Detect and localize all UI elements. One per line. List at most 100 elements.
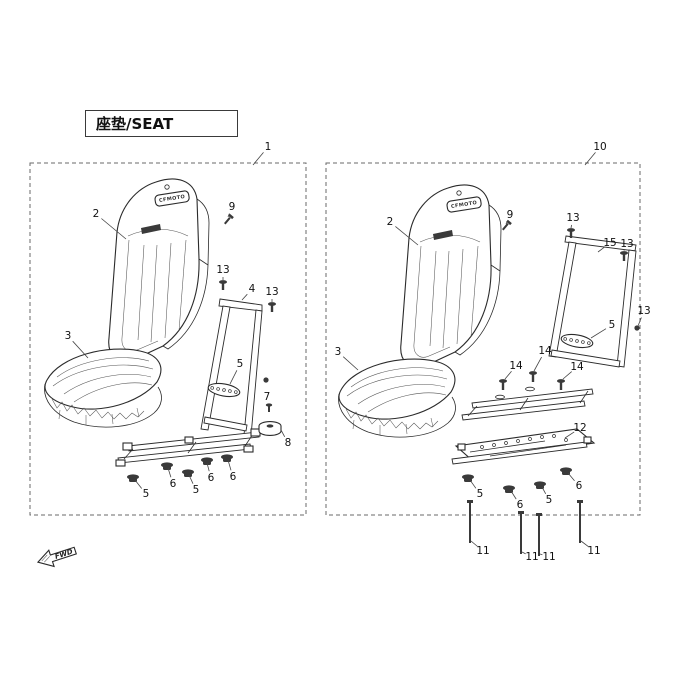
callout-leader <box>570 224 572 229</box>
callout-leader <box>280 429 286 437</box>
callout-leader <box>134 479 143 489</box>
callout-label-5: 5 <box>143 488 150 500</box>
callout-leader <box>504 371 512 380</box>
callout-leader <box>637 317 642 327</box>
callout-leader <box>229 370 238 385</box>
callout-leader <box>567 472 575 481</box>
callout-leader <box>580 540 589 548</box>
fwd-marker: FWD <box>36 546 77 568</box>
long-bolt-icon <box>518 511 524 554</box>
callout-leader <box>252 152 264 166</box>
bumpers-1 <box>127 454 233 482</box>
callout-label-6: 6 <box>517 499 524 511</box>
long-bolt-icon <box>536 513 542 556</box>
title-block: 座垫/SEAT <box>85 110 238 137</box>
callout-label-11: 11 <box>587 545 600 557</box>
callout-leader <box>564 431 575 439</box>
callout-leader <box>562 371 572 380</box>
fwd-text: FWD <box>54 548 74 561</box>
callout-label-5: 5 <box>193 484 200 496</box>
callout-leader <box>469 479 477 489</box>
panel-border-2 <box>325 162 641 516</box>
callout-label-15: 15 <box>603 237 616 249</box>
callout-label-6: 6 <box>230 471 237 483</box>
callout-leader <box>72 340 89 359</box>
screw-icon <box>224 213 234 225</box>
fasteners-2 <box>495 219 628 400</box>
screw-icon <box>502 219 512 231</box>
callout-label-13: 13 <box>265 286 278 298</box>
callout-label-14: 14 <box>538 345 552 357</box>
callout-label-5: 5 <box>546 494 553 506</box>
callout-label-13: 13 <box>620 238 633 250</box>
bolt-icon <box>557 379 565 390</box>
long-bolt-icon <box>577 500 583 543</box>
long-bolt-icon <box>467 500 473 543</box>
seat-cushion-2 <box>337 358 457 438</box>
bolt-icon <box>529 371 537 382</box>
callout-leader <box>227 213 230 218</box>
bolt-icon <box>620 251 628 261</box>
bolt-icon <box>265 403 273 412</box>
callout-label-6: 6 <box>576 480 583 492</box>
seat-backrest-1 <box>108 178 210 363</box>
callout-label-9: 9 <box>507 209 514 221</box>
callout-label-7: 7 <box>264 391 271 403</box>
mount-bolts <box>467 500 583 556</box>
callout-label-14: 14 <box>570 361 584 373</box>
callout-label-13: 13 <box>637 305 650 317</box>
washer-icon <box>525 386 535 392</box>
callout-label-2: 2 <box>93 208 100 220</box>
callout-leader <box>206 462 210 472</box>
bolt-icon <box>268 302 276 312</box>
base-frame-2 <box>461 388 594 421</box>
callout-leader <box>510 490 517 500</box>
callout-label-13: 13 <box>566 212 579 224</box>
callout-label-10: 10 <box>593 141 606 153</box>
callout-leader <box>533 356 542 372</box>
callout-label-8: 8 <box>285 437 292 449</box>
callout-label-11: 11 <box>476 545 489 557</box>
callout-leader <box>584 152 596 166</box>
fasteners-1 <box>219 213 282 436</box>
callout-label-11: 11 <box>542 551 555 563</box>
callout-leader <box>241 293 248 301</box>
callout-leader <box>227 459 232 471</box>
callout-leader <box>597 246 605 253</box>
callout-label-9: 9 <box>229 201 236 213</box>
grommet-icon <box>634 325 640 331</box>
callout-leader <box>505 221 508 225</box>
washer-icon <box>495 394 505 400</box>
callout-leader <box>521 551 526 555</box>
callout-label-2: 2 <box>387 216 394 228</box>
callout-label-5: 5 <box>609 319 616 331</box>
callout-leader <box>590 328 607 339</box>
callout-label-1: 1 <box>265 141 272 153</box>
callout-label-4: 4 <box>249 283 256 295</box>
callout-label-6: 6 <box>170 478 177 490</box>
callout-label-12: 12 <box>573 422 586 434</box>
callout-label-5: 5 <box>477 488 484 500</box>
bolt-icon <box>219 280 227 290</box>
adjuster-assembly <box>451 428 596 465</box>
grommet-icon <box>263 377 269 383</box>
base-frame-1 <box>115 428 261 467</box>
callout-label-6: 6 <box>208 472 215 484</box>
callout-leader <box>167 467 172 478</box>
callout-leader <box>188 474 194 484</box>
callout-label-13: 13 <box>216 264 229 276</box>
bolt-icon <box>499 379 507 390</box>
callout-leader <box>342 356 359 371</box>
callout-label-14: 14 <box>509 360 523 372</box>
bumpers-2 <box>462 467 572 493</box>
bolt-icon <box>567 228 575 238</box>
callout-leader <box>539 553 543 556</box>
seatback-frame-1 <box>200 298 263 437</box>
callout-label-5: 5 <box>237 358 244 370</box>
mount-cap <box>258 421 282 436</box>
panel-border-1 <box>29 162 307 516</box>
